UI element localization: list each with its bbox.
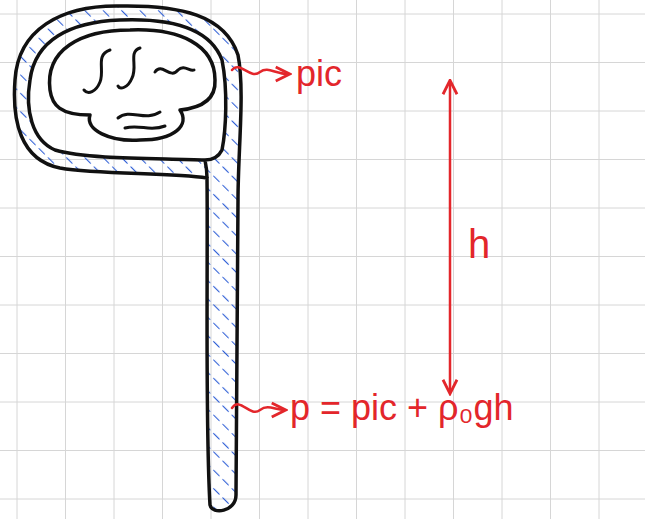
grid-line xyxy=(0,450,645,451)
pressure-label: pic xyxy=(296,54,342,94)
grid-line xyxy=(405,0,406,519)
grid-line xyxy=(0,499,645,500)
csf-space xyxy=(14,6,241,511)
grid-line xyxy=(0,353,645,354)
inner-membrane xyxy=(28,20,225,178)
grid-line xyxy=(550,0,551,519)
outer-membrane xyxy=(14,6,241,511)
grid-line xyxy=(0,256,645,257)
grid-line xyxy=(453,0,454,519)
grid-line xyxy=(356,0,357,519)
grid-line xyxy=(502,0,503,519)
gyri xyxy=(84,48,194,128)
grid-line xyxy=(599,0,600,519)
annotation-arrows xyxy=(232,67,450,412)
brain xyxy=(50,30,216,140)
grid-line xyxy=(0,208,645,209)
grid-line xyxy=(259,0,260,519)
height-label: h xyxy=(468,222,490,266)
formula-label: p = pic + ρ₀gh xyxy=(290,388,514,428)
grid-line xyxy=(0,305,645,306)
